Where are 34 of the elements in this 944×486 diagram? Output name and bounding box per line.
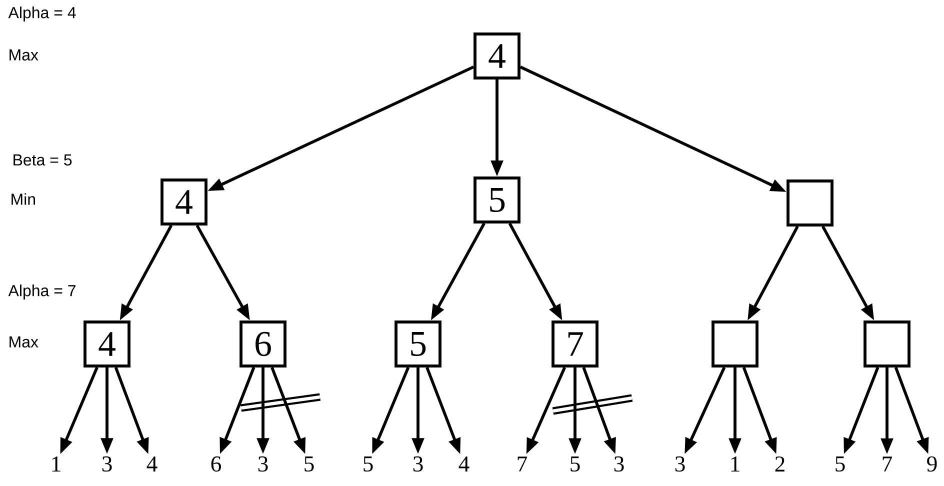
leaf-value: 5 bbox=[570, 456, 580, 472]
value-box: 6 bbox=[240, 320, 286, 368]
leaf-value: 5 bbox=[364, 456, 373, 472]
leaf-value: 5 bbox=[304, 456, 314, 472]
leaf-value: 9 bbox=[927, 456, 937, 472]
value-box bbox=[864, 320, 910, 368]
level-label: Alpha = 7 bbox=[8, 284, 76, 300]
leaf-value: 7 bbox=[882, 456, 892, 472]
level-label: Alpha = 4 bbox=[8, 6, 76, 22]
value-box: 4 bbox=[160, 178, 208, 226]
leaf-value: 3 bbox=[675, 456, 685, 472]
value-box bbox=[786, 180, 834, 226]
level-label: Beta = 5 bbox=[14, 154, 72, 166]
leaf-value: 4 bbox=[458, 456, 470, 472]
leaf-value: 1 bbox=[731, 456, 740, 472]
value-box: 5 bbox=[474, 176, 520, 224]
leaf-value: 7 bbox=[518, 456, 528, 472]
leaf-value: 3 bbox=[614, 456, 624, 472]
level-label: Min bbox=[12, 193, 36, 205]
value-box: 4 bbox=[84, 320, 130, 368]
value-box: 5 bbox=[394, 320, 442, 368]
leaf-value: 2 bbox=[775, 456, 784, 472]
value-box: 4 bbox=[474, 32, 520, 80]
leaf-value: 3 bbox=[102, 456, 112, 472]
value-box: 7 bbox=[552, 320, 598, 368]
level-label: Max bbox=[10, 49, 38, 61]
leaf-value: 6 bbox=[211, 456, 221, 472]
level-label: Max bbox=[10, 336, 38, 348]
leaf-value: 5 bbox=[836, 456, 845, 472]
leaf-value: 4 bbox=[146, 456, 158, 472]
leaf-value: 1 bbox=[52, 456, 60, 472]
value-box bbox=[712, 320, 758, 368]
leaf-value: 3 bbox=[258, 456, 268, 472]
leaf-value: 3 bbox=[413, 456, 423, 472]
